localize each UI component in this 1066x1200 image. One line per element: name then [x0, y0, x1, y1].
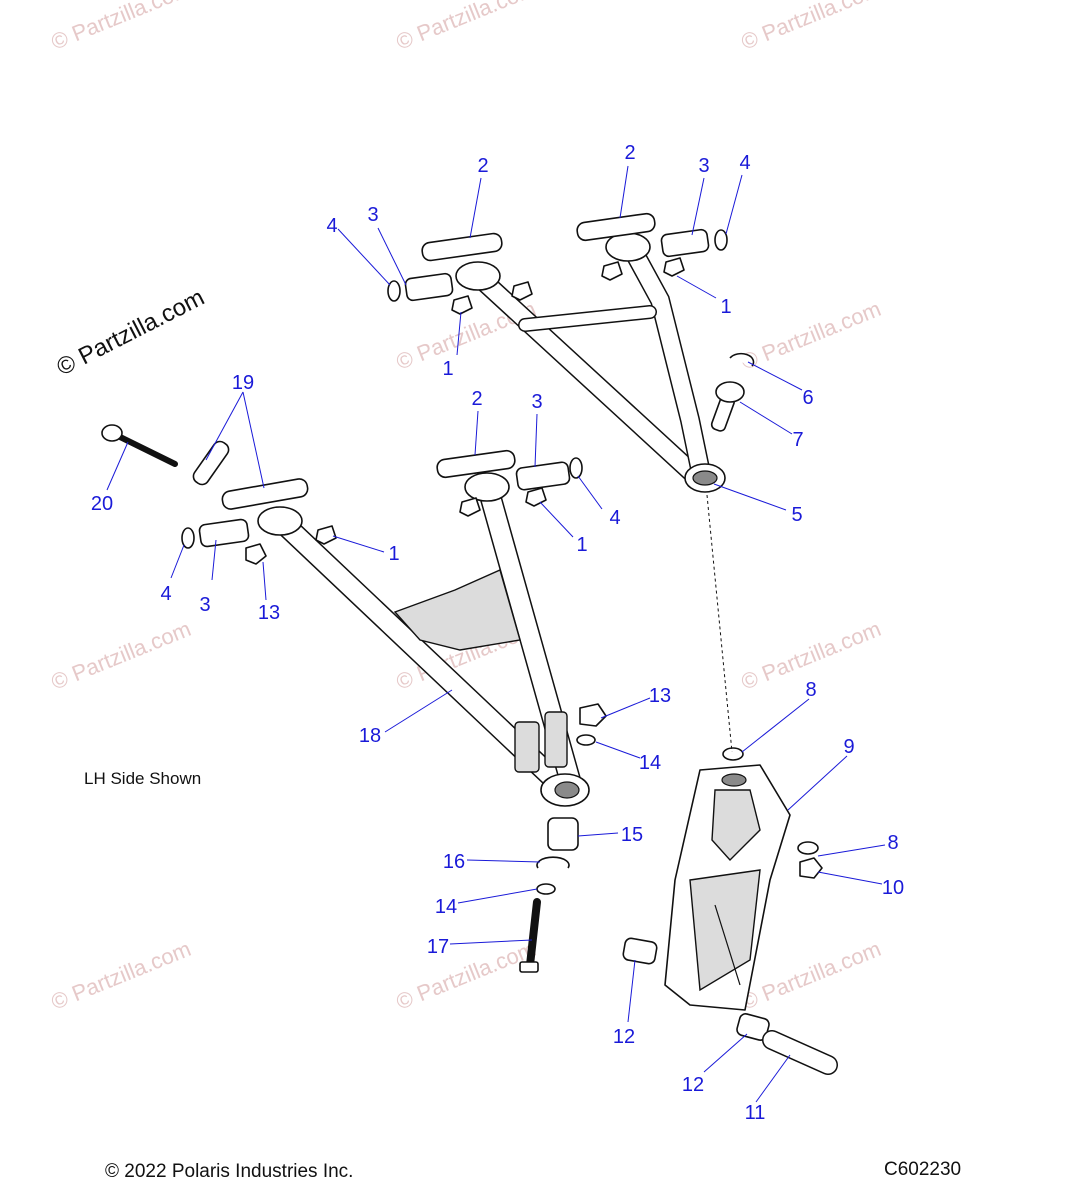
callout-label: 4: [739, 152, 750, 174]
callout-label: 16: [443, 851, 465, 873]
callout-label: 20: [91, 493, 113, 515]
callout-label: 19: [232, 372, 254, 394]
callout-label: 8: [887, 832, 898, 854]
upper-a-arm: [455, 232, 726, 493]
callout-label: 18: [359, 725, 381, 747]
lower-small-parts: [519, 703, 838, 1075]
callout-label: 2: [477, 155, 488, 177]
callout-label: 4: [609, 507, 620, 529]
callout-label: 3: [531, 391, 542, 413]
callout-label: 15: [621, 824, 643, 846]
callout-label: 3: [698, 155, 709, 177]
lower-a-arm: [257, 472, 590, 807]
callout-label: 1: [576, 534, 587, 556]
watermark: © Partzilla.com: [738, 296, 885, 375]
callout-label: 3: [199, 594, 210, 616]
callout-label: 11: [745, 1102, 766, 1124]
callout-label: 2: [471, 388, 482, 410]
alignment-line: [706, 494, 733, 753]
callout-label: 1: [388, 543, 399, 565]
side-note: LH Side Shown: [84, 769, 201, 788]
watermark: © Partzilla.com: [738, 0, 885, 55]
watermark: © Partzilla.com: [738, 936, 885, 1015]
watermark: © Partzilla.com: [393, 0, 540, 55]
knuckle-bracket: [664, 764, 791, 1011]
callout-label: 13: [258, 602, 280, 624]
callout-label: 1: [442, 358, 453, 380]
callouts: 1 1 1 1 2 2 2 3 3 3 3 4 4 4 4 5 6 7 8 8 …: [91, 142, 904, 1124]
callout-label: 12: [613, 1026, 635, 1048]
watermark: © Partzilla.com: [393, 936, 540, 1015]
callout-label: 2: [624, 142, 635, 164]
callout-label: 7: [792, 429, 803, 451]
watermark: © Partzilla.com: [48, 616, 195, 695]
callout-label: 4: [160, 583, 171, 605]
callout-label: 13: [649, 685, 671, 707]
copyright-text: © 2022 Polaris Industries Inc.: [105, 1161, 353, 1182]
brand-watermark: © Partzilla.com: [52, 284, 208, 381]
watermark: © Partzilla.com: [48, 936, 195, 1015]
callout-label: 10: [882, 877, 904, 899]
callout-label: 17: [427, 936, 449, 958]
diagram-code: C602230: [884, 1159, 961, 1180]
callout-label: 8: [805, 679, 816, 701]
callout-label: 14: [639, 752, 661, 774]
callout-label: 3: [367, 204, 378, 226]
lower-pivot-hardware: [101, 424, 583, 565]
callout-label: 12: [682, 1074, 704, 1096]
leader-lines: [106, 165, 886, 1103]
callout-label: 9: [843, 736, 854, 758]
callout-label: 1: [720, 296, 731, 318]
watermark: © Partzilla.com: [48, 0, 195, 55]
callout-label: 5: [791, 504, 802, 526]
upper-pivot-hardware: [387, 212, 728, 315]
callout-label: 4: [326, 215, 337, 237]
callout-label: 14: [435, 896, 457, 918]
callout-label: 6: [802, 387, 813, 409]
ball-joint-parts: [710, 352, 755, 432]
